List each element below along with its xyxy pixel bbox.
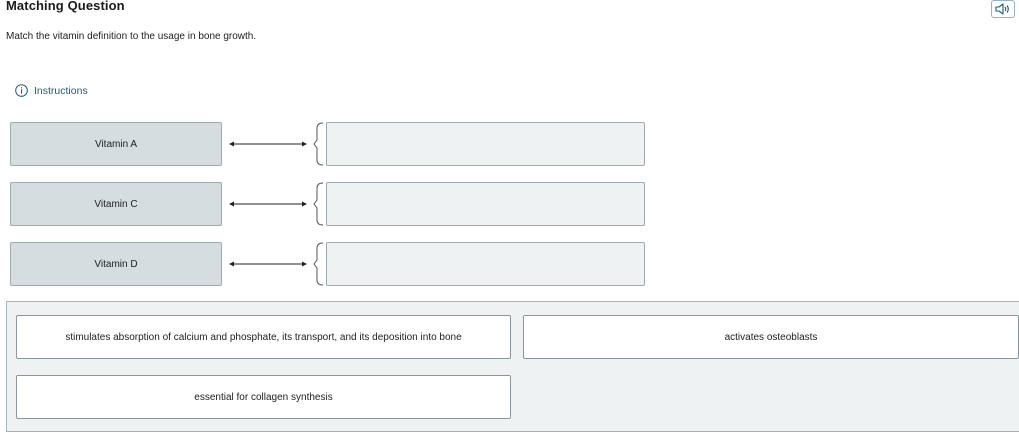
drop-bracket-icon [313,242,324,286]
connector-arrow [229,261,307,267]
choice-card[interactable]: essential for collagen synthesis [16,375,511,419]
drop-target-vitamin-d[interactable] [326,242,645,286]
audio-button[interactable] [991,0,1015,18]
info-icon [15,84,28,97]
choice-card[interactable]: stimulates absorption of calcium and pho… [16,315,511,359]
instructions-label: Instructions [34,84,88,97]
instructions-link[interactable]: Instructions [15,84,88,97]
drop-target-vitamin-c[interactable] [326,182,645,226]
drop-bracket-icon [313,182,324,226]
match-prompt-vitamin-a: Vitamin A [10,122,222,166]
page-title: Matching Question [6,0,125,13]
choice-card[interactable]: activates osteoblasts [523,315,1019,359]
choices-panel: stimulates absorption of calcium and pho… [6,301,1019,432]
match-prompt-vitamin-d: Vitamin D [10,242,222,286]
speaker-icon [995,3,1009,15]
connector-arrow [229,141,307,147]
match-prompt-vitamin-c: Vitamin C [10,182,222,226]
question-prompt: Match the vitamin definition to the usag… [6,31,257,42]
drop-bracket-icon [313,122,324,166]
drop-target-vitamin-a[interactable] [326,122,645,166]
connector-arrow [229,201,307,207]
